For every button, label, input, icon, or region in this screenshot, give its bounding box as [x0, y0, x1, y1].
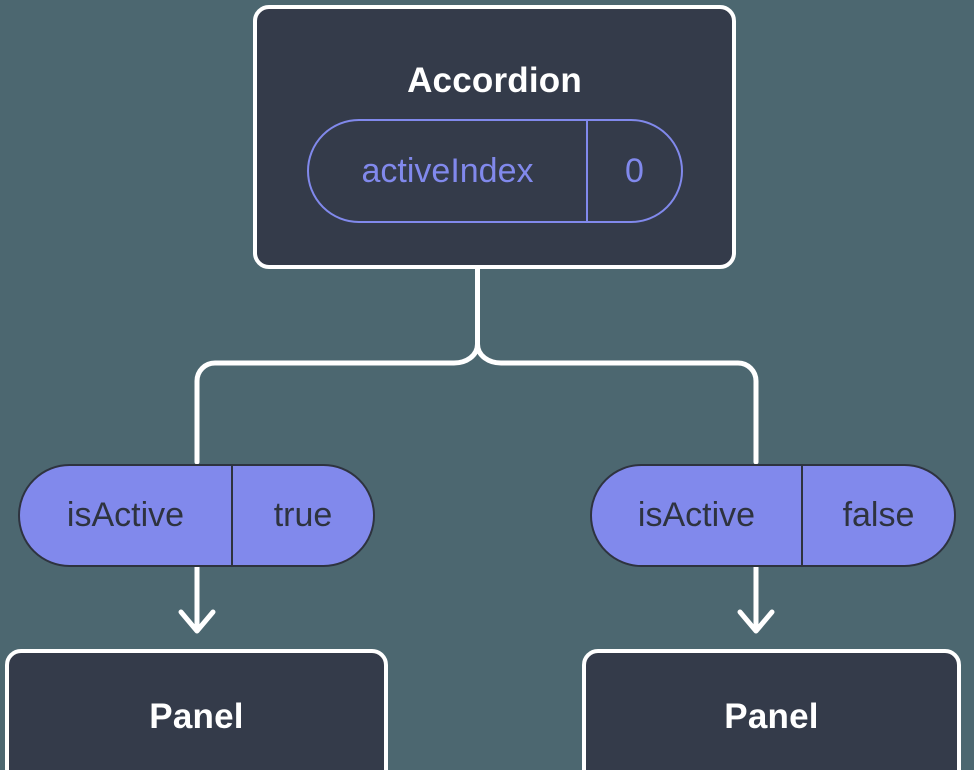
- node-panel-right-label: Panel: [724, 697, 819, 736]
- prop-pill-right-value: false: [842, 496, 915, 534]
- prop-pill-left-key: isActive: [20, 466, 233, 565]
- node-panel-left[interactable]: Panel: [5, 649, 388, 770]
- state-pill-active-index[interactable]: activeIndex 0: [307, 119, 683, 223]
- state-pill-value: 0: [625, 151, 644, 190]
- arrowhead-left: [178, 609, 216, 634]
- state-pill-key: activeIndex: [309, 121, 588, 221]
- prop-pill-right-key: isActive: [592, 466, 803, 565]
- edge-root-to-branches: [194, 265, 480, 465]
- edge-root-to-branch-right: [475, 341, 759, 465]
- prop-pill-is-active-false[interactable]: isActive false: [590, 464, 956, 567]
- prop-pill-is-active-true[interactable]: isActive true: [18, 464, 375, 567]
- node-accordion-label: Accordion: [407, 61, 582, 100]
- arrowhead-right: [737, 609, 775, 634]
- node-panel-left-label: Panel: [149, 697, 244, 736]
- node-panel-right[interactable]: Panel: [582, 649, 961, 770]
- prop-pill-left-value: true: [273, 496, 333, 534]
